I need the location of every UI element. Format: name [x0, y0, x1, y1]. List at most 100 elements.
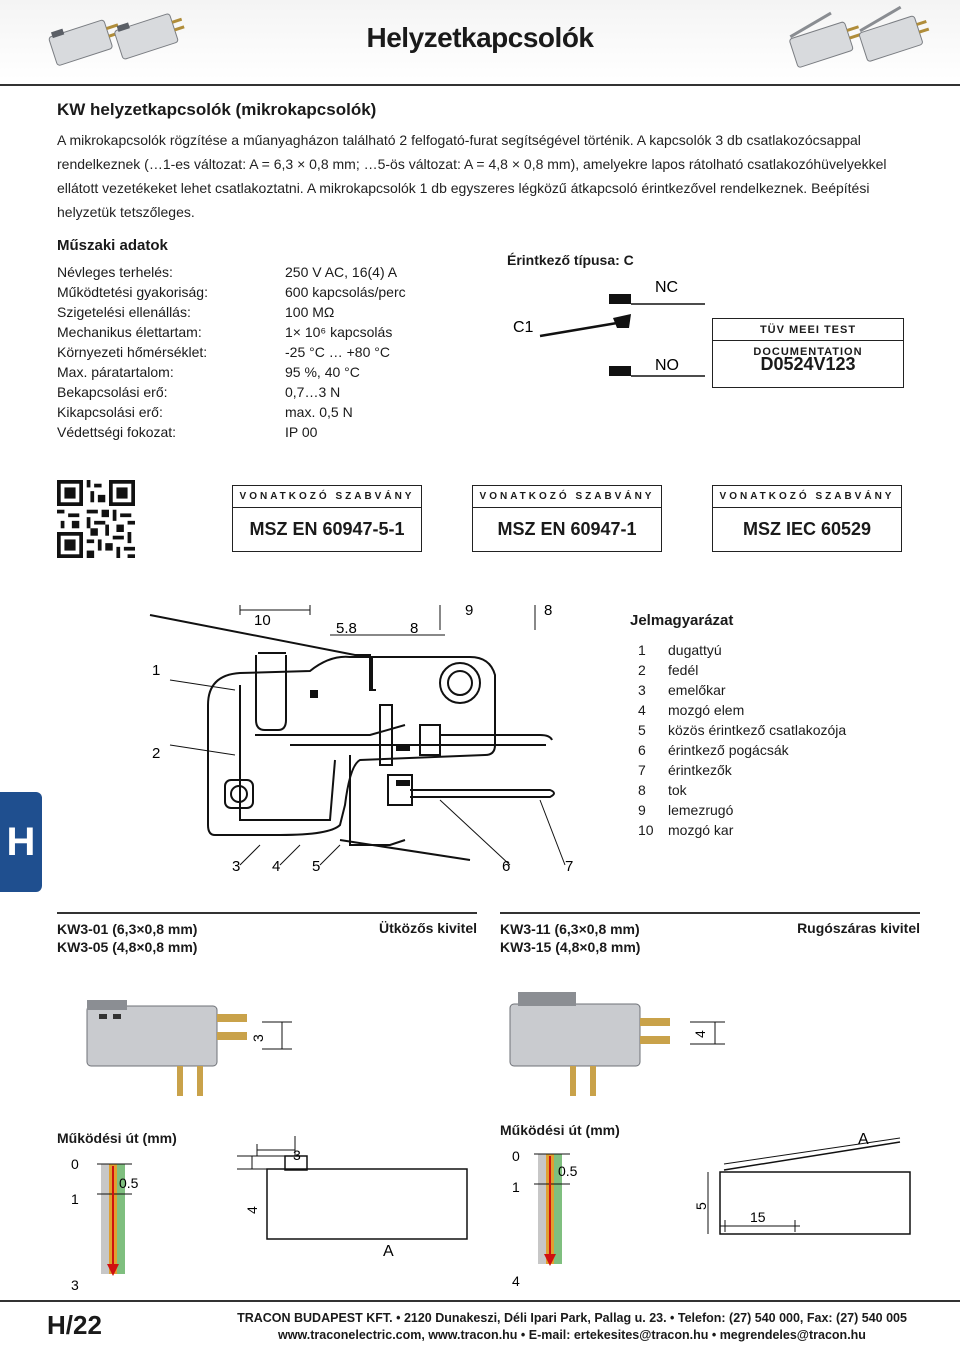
contact-c1-label: C1: [513, 319, 534, 336]
spec-label: Védettségi fokozat:: [57, 424, 177, 440]
qr-code-icon: [57, 480, 135, 558]
legend-item: 8 tok: [638, 780, 846, 800]
dim-10: 10: [254, 612, 271, 629]
travel-bar: [534, 1153, 570, 1266]
variant-panel-right: 4 0 1 0.5 4 A 5 15 KW3-11 (6,3×0,8 mm): [500, 912, 920, 1292]
spec-value: 100 MΩ: [285, 304, 335, 320]
standard-code: MSZ EN 60947-1: [497, 519, 637, 539]
dim-4-side: 4: [244, 1206, 260, 1214]
spec-value: IP 00: [285, 424, 318, 440]
title-divider: [0, 84, 960, 86]
travel-0: 0: [71, 1156, 79, 1172]
standard-code: MSZ IEC 60529: [742, 519, 872, 539]
contact-no-label: NO: [655, 357, 679, 374]
contact-type-title: Érintkező típusa: C: [507, 252, 634, 268]
legend-label: közös érintkező csatlakozója: [668, 722, 847, 738]
legend-label: emelőkar: [668, 682, 726, 698]
standard-label: VONATKOZÓ SZABVÁNY: [713, 486, 901, 508]
spec-value: 250 V AC, 16(4) A: [285, 264, 398, 280]
footer-divider: [0, 1300, 960, 1302]
switch-photo-stopper: [86, 1000, 247, 1096]
legend-label: lemezrugó: [668, 802, 734, 818]
dim-8-b: 8: [544, 602, 552, 619]
spec-row: Védettségi fokozat: IP 00: [57, 422, 457, 442]
contact-diagram: C1 NC NO: [513, 279, 705, 377]
legend-number: 3: [638, 682, 646, 698]
legend-item: 9 lemezrugó: [638, 800, 846, 820]
travel-1: 1: [71, 1191, 79, 1207]
legend-title: Jelmagyarázat: [630, 612, 734, 629]
dim-9: 9: [465, 602, 473, 619]
spec-value: 600 kapcsolás/perc: [285, 284, 406, 300]
tuv-certificate-box: TÜV MEEI TEST DOCUMENTATION D0524V123: [712, 318, 904, 388]
variant-panel-left: 3 0 1 0.5 3 3 4 A: [57, 912, 477, 1293]
travel-1: 1: [512, 1179, 520, 1195]
spec-label: Szigetelési ellenállás:: [57, 304, 191, 320]
variant-kind: Rugószáras kivitel: [797, 920, 920, 936]
legend-label: érintkező pogácsák: [668, 742, 789, 758]
stopper-drawing: [237, 1136, 468, 1240]
legend-number: 1: [638, 642, 646, 658]
dim-3-label: 3: [250, 1034, 266, 1042]
standard-box: VONATKOZÓ SZABVÁNY MSZ EN 60947-5-1: [232, 485, 422, 552]
legend-number: 9: [638, 802, 646, 818]
legend-item: 1 dugattyú: [638, 640, 846, 660]
spec-row: Környezeti hőmérséklet: -25 °C … +80 °C: [57, 342, 457, 362]
legend-label: mozgó elem: [668, 702, 745, 718]
legend-label: dugattyú: [668, 642, 722, 658]
callout-3: 3: [232, 858, 240, 875]
legend-number: 8: [638, 782, 646, 798]
variant-right-figures: 4 0 1 0.5 4 A 5 15: [509, 992, 911, 1289]
travel-4: 4: [512, 1273, 520, 1289]
legend-label: fedél: [668, 662, 699, 678]
callout-4: 4: [272, 858, 280, 875]
specs-heading: Műszaki adatok: [57, 237, 168, 254]
variant-left-figures: 3 0 1 0.5 3 3 4 A: [71, 1000, 468, 1293]
dim-8-a: 8: [410, 620, 418, 637]
travel-0: 0: [512, 1148, 520, 1164]
travel-title: Működési út (mm): [500, 1122, 620, 1138]
spec-label: Névleges terhelés:: [57, 264, 173, 280]
switch-photo-right: [789, 5, 930, 68]
legend-label: tok: [668, 782, 687, 798]
dim-15-label: 15: [750, 1209, 766, 1225]
spec-row: Bekapcsolási erő:0,7…3 N: [57, 382, 457, 402]
callout-5: 5: [312, 858, 320, 875]
spec-row: Kikapcsolási erő:max. 0,5 N: [57, 402, 457, 422]
legend-label: érintkezők: [668, 762, 732, 778]
standard-box: VONATKOZÓ SZABVÁNY MSZ EN 60947-1: [472, 485, 662, 552]
callout-2: 2: [152, 745, 160, 762]
dim-4-label: 4: [692, 1030, 708, 1038]
travel-0-5: 0.5: [119, 1175, 139, 1191]
dim-3-top: 3: [293, 1147, 301, 1163]
spec-value: -25 °C … +80 °C: [285, 344, 390, 360]
variant-kind: Ütközős kivitel: [378, 920, 477, 936]
legend-number: 7: [638, 762, 646, 778]
page-number: H/22: [47, 1310, 102, 1340]
spec-row: Max. páratartalom:95 %, 40 °C: [57, 362, 457, 382]
legend-number: 10: [638, 822, 654, 838]
spec-label: Kikapcsolási erő:: [57, 404, 163, 420]
standard-label: VONATKOZÓ SZABVÁNY: [233, 486, 421, 508]
spec-label: Környezeti hőmérséklet:: [57, 344, 208, 360]
legend-number: 5: [638, 722, 646, 738]
variant-code-2: KW3-15 (4,8×0,8 mm): [500, 939, 641, 955]
spec-value: 1× 10⁶ kapcsolás: [285, 324, 393, 340]
switch-photo-left: [48, 13, 185, 66]
footer-contacts: www.traconelectric.com, www.tracon.hu • …: [278, 1328, 866, 1342]
legend-label: mozgó kar: [668, 822, 734, 838]
spec-row: Működtetési gyakoriság:600 kapcsolás/per…: [57, 282, 457, 302]
tuv-heading: TÜV MEEI TEST DOCUMENTATION: [713, 319, 903, 358]
standard-label: VONATKOZÓ SZABVÁNY: [473, 486, 661, 508]
legend-item: 10 mozgó kar: [638, 820, 846, 840]
spec-row: Névleges terhelés: 250 V AC, 16(4) A: [57, 262, 457, 282]
page-title: Helyzetkapcsolók: [366, 22, 595, 53]
travel-title: Működési út (mm): [57, 1130, 177, 1146]
dim-5-8: 5.8: [336, 620, 357, 637]
spring-lever-drawing: [707, 1137, 911, 1235]
spec-label: Mechanikus élettartam:: [57, 324, 202, 340]
variant-code-1: KW3-01 (6,3×0,8 mm): [57, 921, 198, 937]
